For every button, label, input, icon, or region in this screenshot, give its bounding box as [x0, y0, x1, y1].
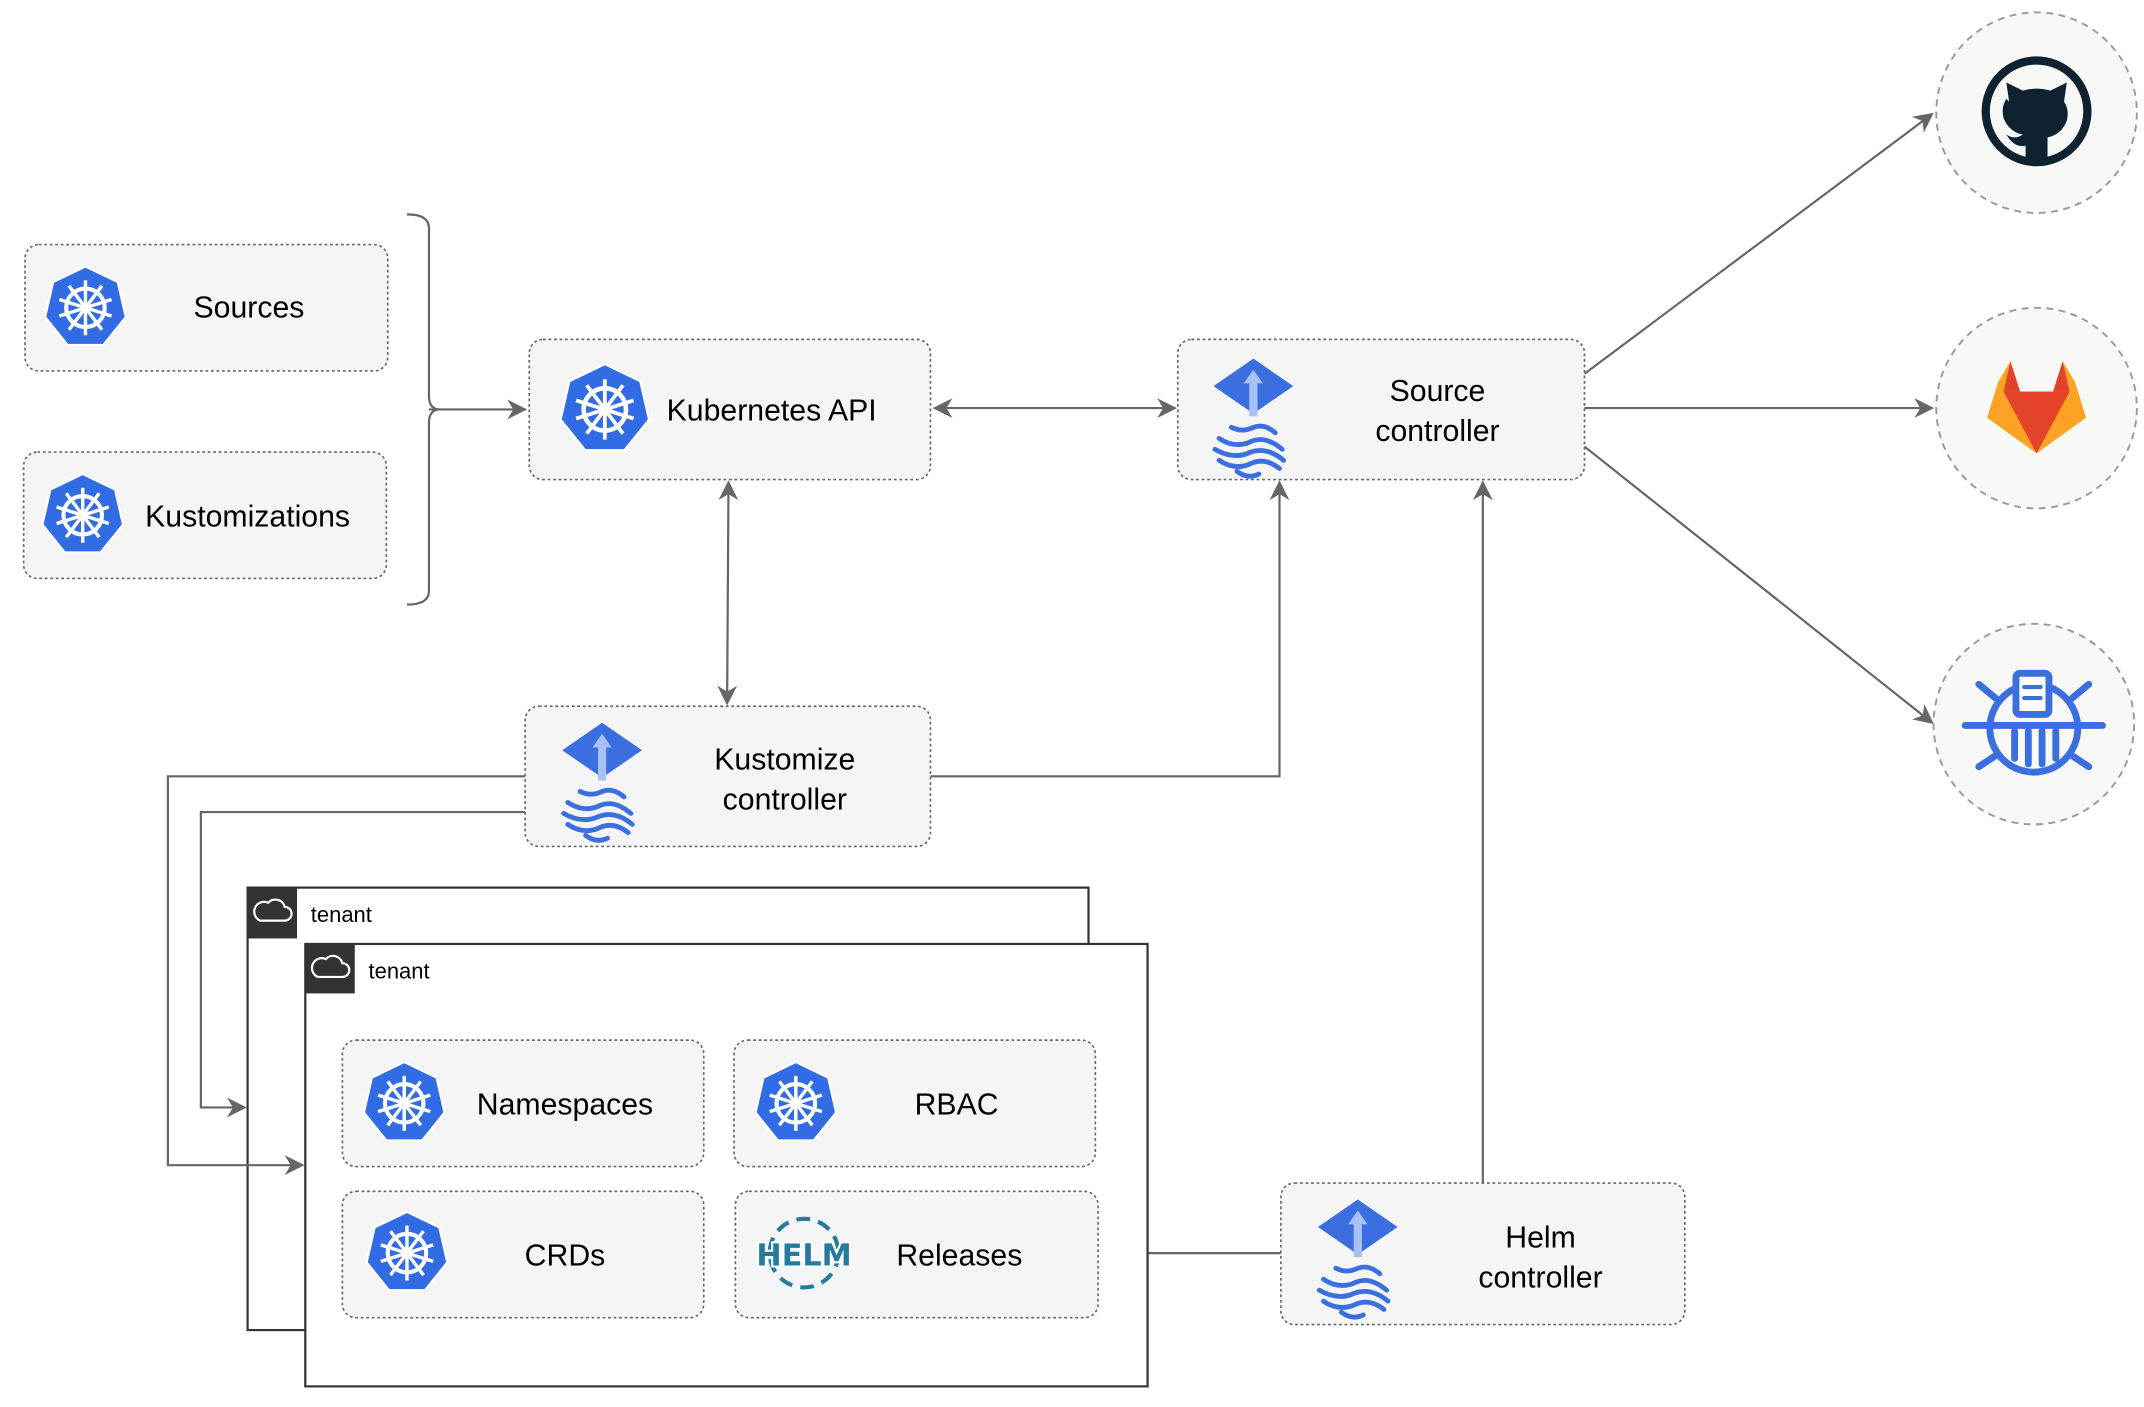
node-label: Kustomizations	[145, 500, 350, 533]
node-label: Namespaces	[477, 1088, 653, 1121]
node-label: Sources	[194, 291, 305, 324]
edge-kustomize-to-tenant-back	[199, 810, 526, 1118]
edge-source-to-bucket	[1583, 445, 1934, 724]
helm-icon: HELM	[754, 1216, 854, 1290]
node-label: Helm	[1505, 1222, 1576, 1255]
node-label: CRDs	[525, 1239, 606, 1272]
node-releases[interactable]: HELM Releases	[734, 1190, 1099, 1319]
node-kubernetes-api[interactable]: Kubernetes API	[528, 338, 932, 481]
bucket-source[interactable]	[1932, 622, 2136, 826]
node-label: Kubernetes API	[667, 394, 877, 427]
gitlab-icon	[1987, 361, 2087, 454]
bucket-icon	[1961, 669, 2106, 776]
node-kustomizations[interactable]: Kustomizations	[22, 451, 388, 580]
node-kustomize-controller[interactable]: Kustomize controller	[524, 705, 932, 848]
node-rbac[interactable]: RBAC	[733, 1039, 1097, 1168]
node-label: Releases	[896, 1239, 1022, 1272]
github-source[interactable]	[1935, 11, 2138, 214]
node-label: RBAC	[915, 1088, 999, 1121]
edge-kustomize-to-tenant-front	[166, 775, 526, 1176]
node-crds[interactable]: CRDs	[341, 1190, 705, 1319]
gitlab-source[interactable]	[1935, 306, 2138, 510]
node-label: controller	[1478, 1261, 1602, 1294]
edge-source-to-github	[1583, 112, 1934, 375]
node-label: Kustomize	[714, 743, 855, 776]
node-namespaces[interactable]: Namespaces	[341, 1039, 705, 1168]
tenant-label: tenant	[311, 902, 372, 927]
edge-kustomize-to-source	[930, 480, 1290, 778]
edge-api-kustomize-controller	[717, 480, 739, 706]
node-source-controller[interactable]: Source controller	[1176, 338, 1586, 481]
node-helm-controller[interactable]: Helm controller	[1280, 1182, 1686, 1326]
tenant-label: tenant	[369, 958, 430, 983]
node-sources[interactable]: Sources	[24, 243, 389, 372]
github-icon	[1981, 56, 2092, 167]
node-label: controller	[1375, 415, 1499, 448]
node-label: Source	[1390, 375, 1486, 408]
node-label: controller	[723, 783, 847, 816]
svg-text:HELM: HELM	[756, 1238, 851, 1273]
